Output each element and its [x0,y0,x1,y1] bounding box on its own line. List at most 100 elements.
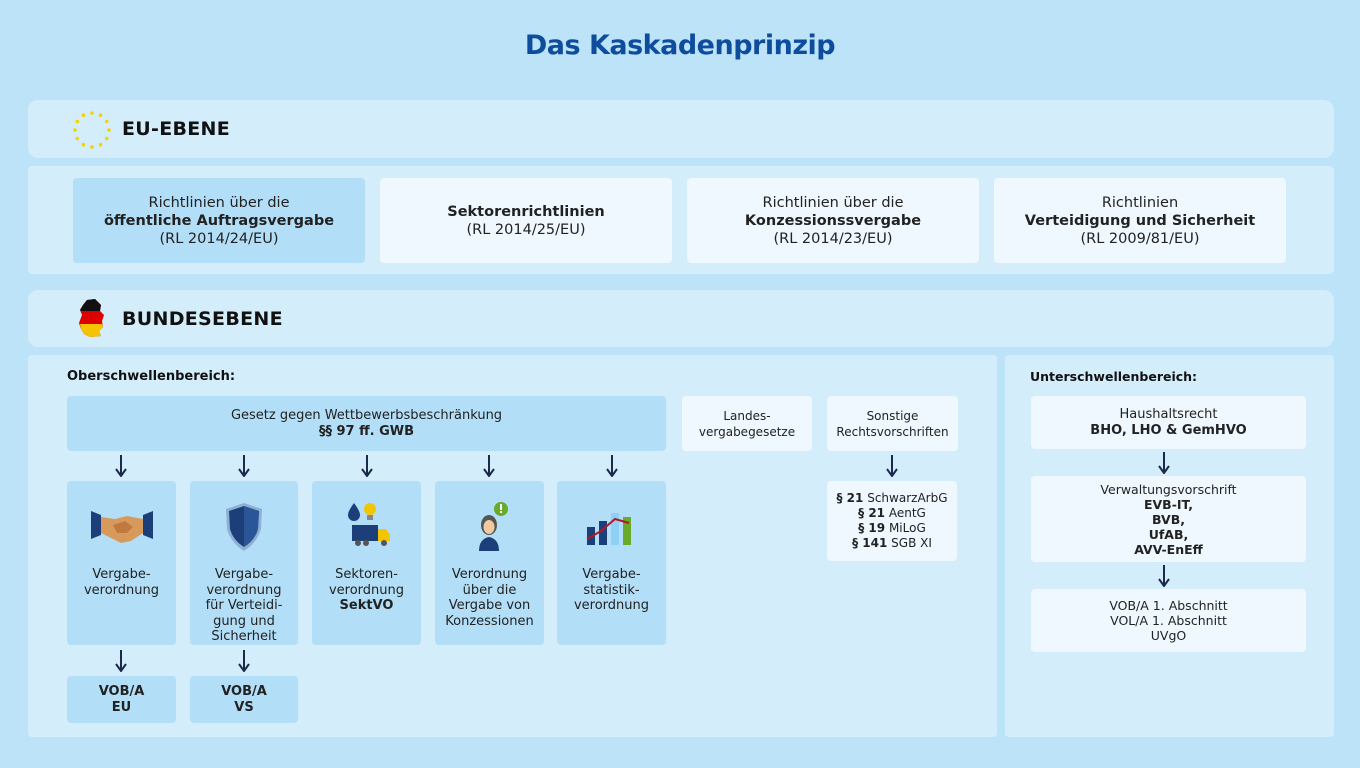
line: Konzessionen [445,613,534,629]
line: Rechtsvorschriften [836,424,949,439]
eu-stars-icon [73,111,111,149]
line: UVgO [1150,628,1187,643]
num: § 21 [858,506,886,520]
item: UfAB, [1148,526,1189,542]
line: Richtlinien [1101,194,1179,211]
line: Landes- [723,408,771,423]
line: Vergabe von [448,598,531,613]
paragraphs-box: § 21 SchwarzArbG § 21 AentG § 19 MiLoG §… [827,481,957,561]
line: Verordnung [451,567,528,582]
line: verordnung [328,582,405,598]
line: §§ 97 ff. GWB [318,423,415,439]
num: § 19 [858,521,886,535]
line: Richtlinien über die [762,194,904,211]
line: BHO, LHO & GemHVO [1090,422,1247,438]
arrow-down-icon [886,455,898,477]
line: Gesetz gegen Wettbewerbsbeschränkung [230,407,503,423]
handshake-icon [90,511,153,543]
column-text: Vergabe-verordnung [84,567,159,598]
line: Sonstige [866,408,919,423]
gwb-box: Gesetz gegen Wettbewerbsbeschränkung§§ 9… [67,396,666,451]
line: (RL 2014/23/EU) [773,230,893,247]
shield-icon [226,503,262,551]
arrow-down-icon [1158,452,1170,474]
paragraph-item: § 19 MiLoG [858,521,926,536]
vob-vol-uvgo-box: VOB/A 1. Abschnitt VOL/A 1. Abschnitt UV… [1031,589,1306,652]
landes-box: Landes-vergabegesetze [682,396,812,451]
line: über die [462,582,517,598]
num: § 141 [852,536,888,550]
column-vgv: Vergabe-verordnung [67,481,176,645]
line: Verteidigung und Sicherheit [1024,212,1256,229]
unterschwellen-label: Unterschwellenbereich: [1030,369,1198,384]
bund-header-label: BUNDESEBENE [122,308,283,330]
column-text: Vergabe-statistik-verordnung [574,567,649,614]
arrow-down-icon [238,650,250,672]
line: EU [111,699,132,715]
line: für Verteidi- [205,598,283,613]
paragraph-item: § 21 AentG [858,506,926,521]
line: VOB/A 1. Abschnitt [1109,598,1228,613]
eu-header-panel: EU-EBENE [28,100,1334,158]
line: verordnung [83,582,160,598]
arrow-down-icon [115,650,127,672]
arrow-down-icon [238,455,250,477]
arrow-down-icon [483,455,495,477]
line: VOL/A 1. Abschnitt [1110,613,1227,628]
line: Richtlinien über die [148,194,290,211]
line: Vergabe- [214,567,274,582]
bar-chart-icon [586,513,631,545]
line: verordnung [573,598,650,613]
line: (RL 2014/25/EU) [466,221,586,238]
oberschwellen-label: Oberschwellenbereich: [67,369,236,384]
line: Konzessionssvergabe [744,212,922,229]
germany-map-icon [79,299,104,337]
page-title: Das Kaskadenprinzip [524,30,836,61]
bund-header-panel: BUNDESEBENE [28,290,1334,347]
line: (RL 2014/24/EU) [159,230,279,247]
line: SektVO [339,598,394,613]
line: Vergabe- [582,567,641,582]
line: VOB/A [98,683,145,699]
num: § 21 [836,491,864,505]
law: SchwarzArbG [867,491,948,505]
eu-box-sector: Sektorenrichtlinien(RL 2014/25/EU) [380,178,672,263]
paragraph-item: § 141 SGB XI [852,536,932,551]
arrow-down-icon [115,455,127,477]
line: Vergabe- [92,567,151,582]
law: MiLoG [888,521,926,535]
arrow-down-icon [606,455,618,477]
column-vergstatvo: Vergabe-statistik-verordnung [557,481,666,645]
line: statistik- [583,582,640,598]
item: EVB-IT, [1143,496,1194,512]
eu-header-label: EU-EBENE [122,118,231,140]
line: Haushaltsrecht [1119,406,1218,422]
line: Sicherheit [211,629,277,644]
item: AVV-EnEff [1134,541,1203,557]
line: vergabegesetze [698,424,796,439]
arrow-down-icon [1158,565,1170,587]
line: (RL 2009/81/EU) [1080,230,1200,247]
arrow-down-icon [361,455,373,477]
line: verordnung [206,582,282,598]
line: gung und [213,613,275,629]
line: VOB/A [221,683,267,699]
line: Sektoren- [335,567,398,582]
truck-utilities-icon [347,503,390,546]
line: Verwaltungsvorschrift [1100,481,1237,497]
law: AentG [888,506,926,520]
item: BVB, [1152,511,1185,527]
line: öffentliche Auftragsvergabe [103,212,335,229]
